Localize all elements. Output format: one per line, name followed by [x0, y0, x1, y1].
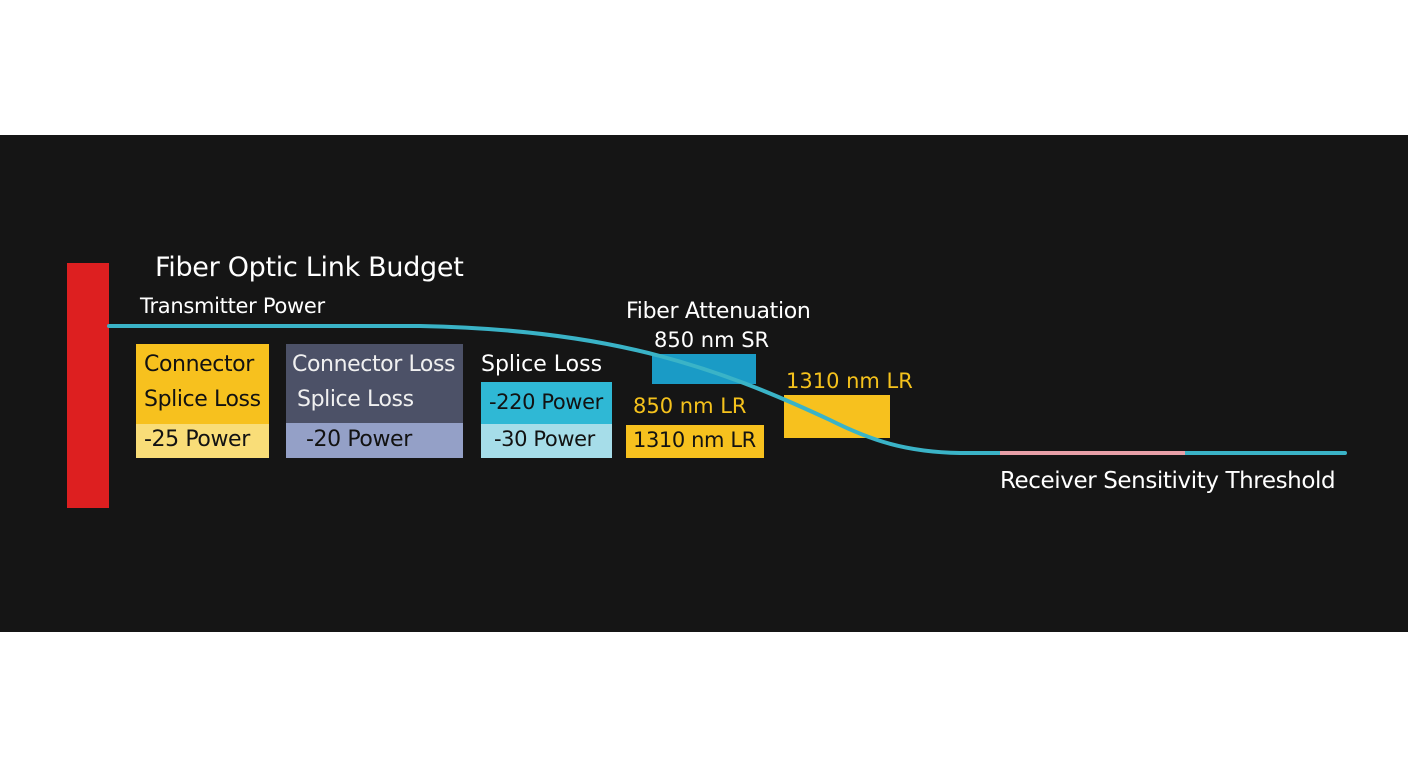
lr-1310-step-label: 1310 nm LR: [786, 369, 913, 393]
receiver-sensitivity-label: Receiver Sensitivity Threshold: [1000, 468, 1336, 494]
splice-loss-title: Splice Loss: [481, 352, 603, 377]
connector-loss-box: Connector Loss Splice Loss: [286, 344, 463, 423]
lr-850-label: 850 nm LR: [633, 394, 747, 418]
connector-splice-box: Connector Splice Loss: [136, 344, 269, 424]
fiber-attenuation-label: Fiber Attenuation: [626, 299, 811, 324]
splice-loss-power-a: -220 Power: [481, 382, 612, 424]
connector-loss-line2: Splice Loss: [297, 387, 414, 412]
connector-splice-line1: Connector: [144, 352, 254, 377]
connector-loss-line1: Connector Loss: [292, 352, 456, 377]
transmitter-bar: [67, 263, 109, 508]
lr-1310-box: 1310 nm LR: [626, 425, 764, 458]
connector-splice-line2: Splice Loss: [144, 387, 261, 412]
signal-line: [107, 324, 1347, 455]
connector-loss-power: -20 Power: [286, 423, 463, 458]
diagram-title: Fiber Optic Link Budget: [155, 252, 464, 283]
sr-850-label: 850 nm SR: [654, 328, 770, 352]
connector-splice-power: -25 Power: [136, 424, 269, 458]
transmitter-power-label: Transmitter Power: [140, 294, 325, 318]
splice-loss-power-b: -30 Power: [481, 424, 612, 458]
lr-1310-step: [784, 395, 890, 438]
